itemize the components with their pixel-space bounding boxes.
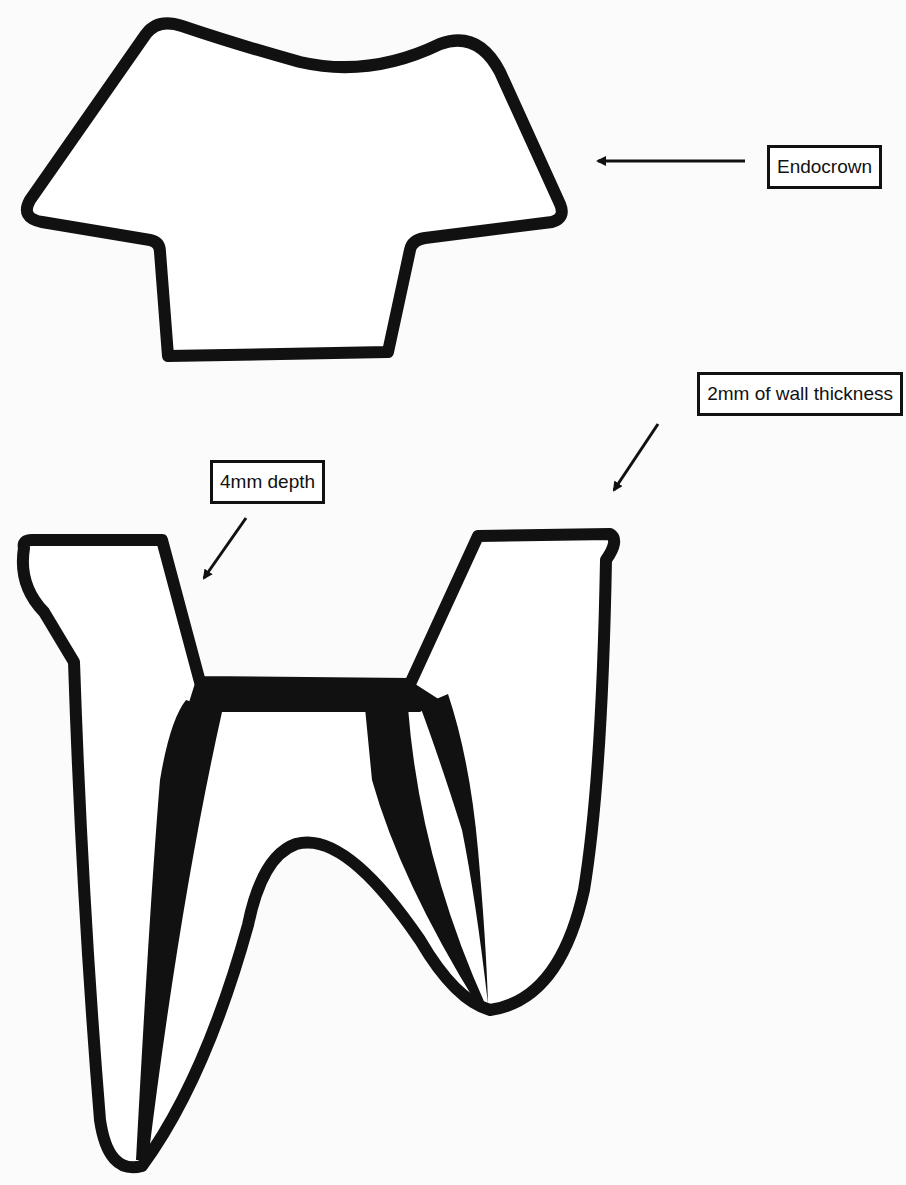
tooth-outline <box>23 534 614 1167</box>
label-text: 2mm of wall thickness <box>707 383 893 405</box>
leader-arrow <box>598 160 745 163</box>
label-box: Endocrown <box>767 145 882 189</box>
label-text: 4mm depth <box>220 471 315 493</box>
pulp-floor <box>186 680 440 712</box>
endocrown-outline <box>27 23 562 356</box>
distal-canal-b <box>420 694 488 1004</box>
mesial-canal <box>136 700 222 1160</box>
leader-arrow <box>204 518 246 578</box>
leader-arrow <box>614 424 658 490</box>
label-box: 2mm of wall thickness <box>697 372 903 416</box>
label-box: 4mm depth <box>210 460 325 504</box>
label-text: Endocrown <box>777 156 872 178</box>
